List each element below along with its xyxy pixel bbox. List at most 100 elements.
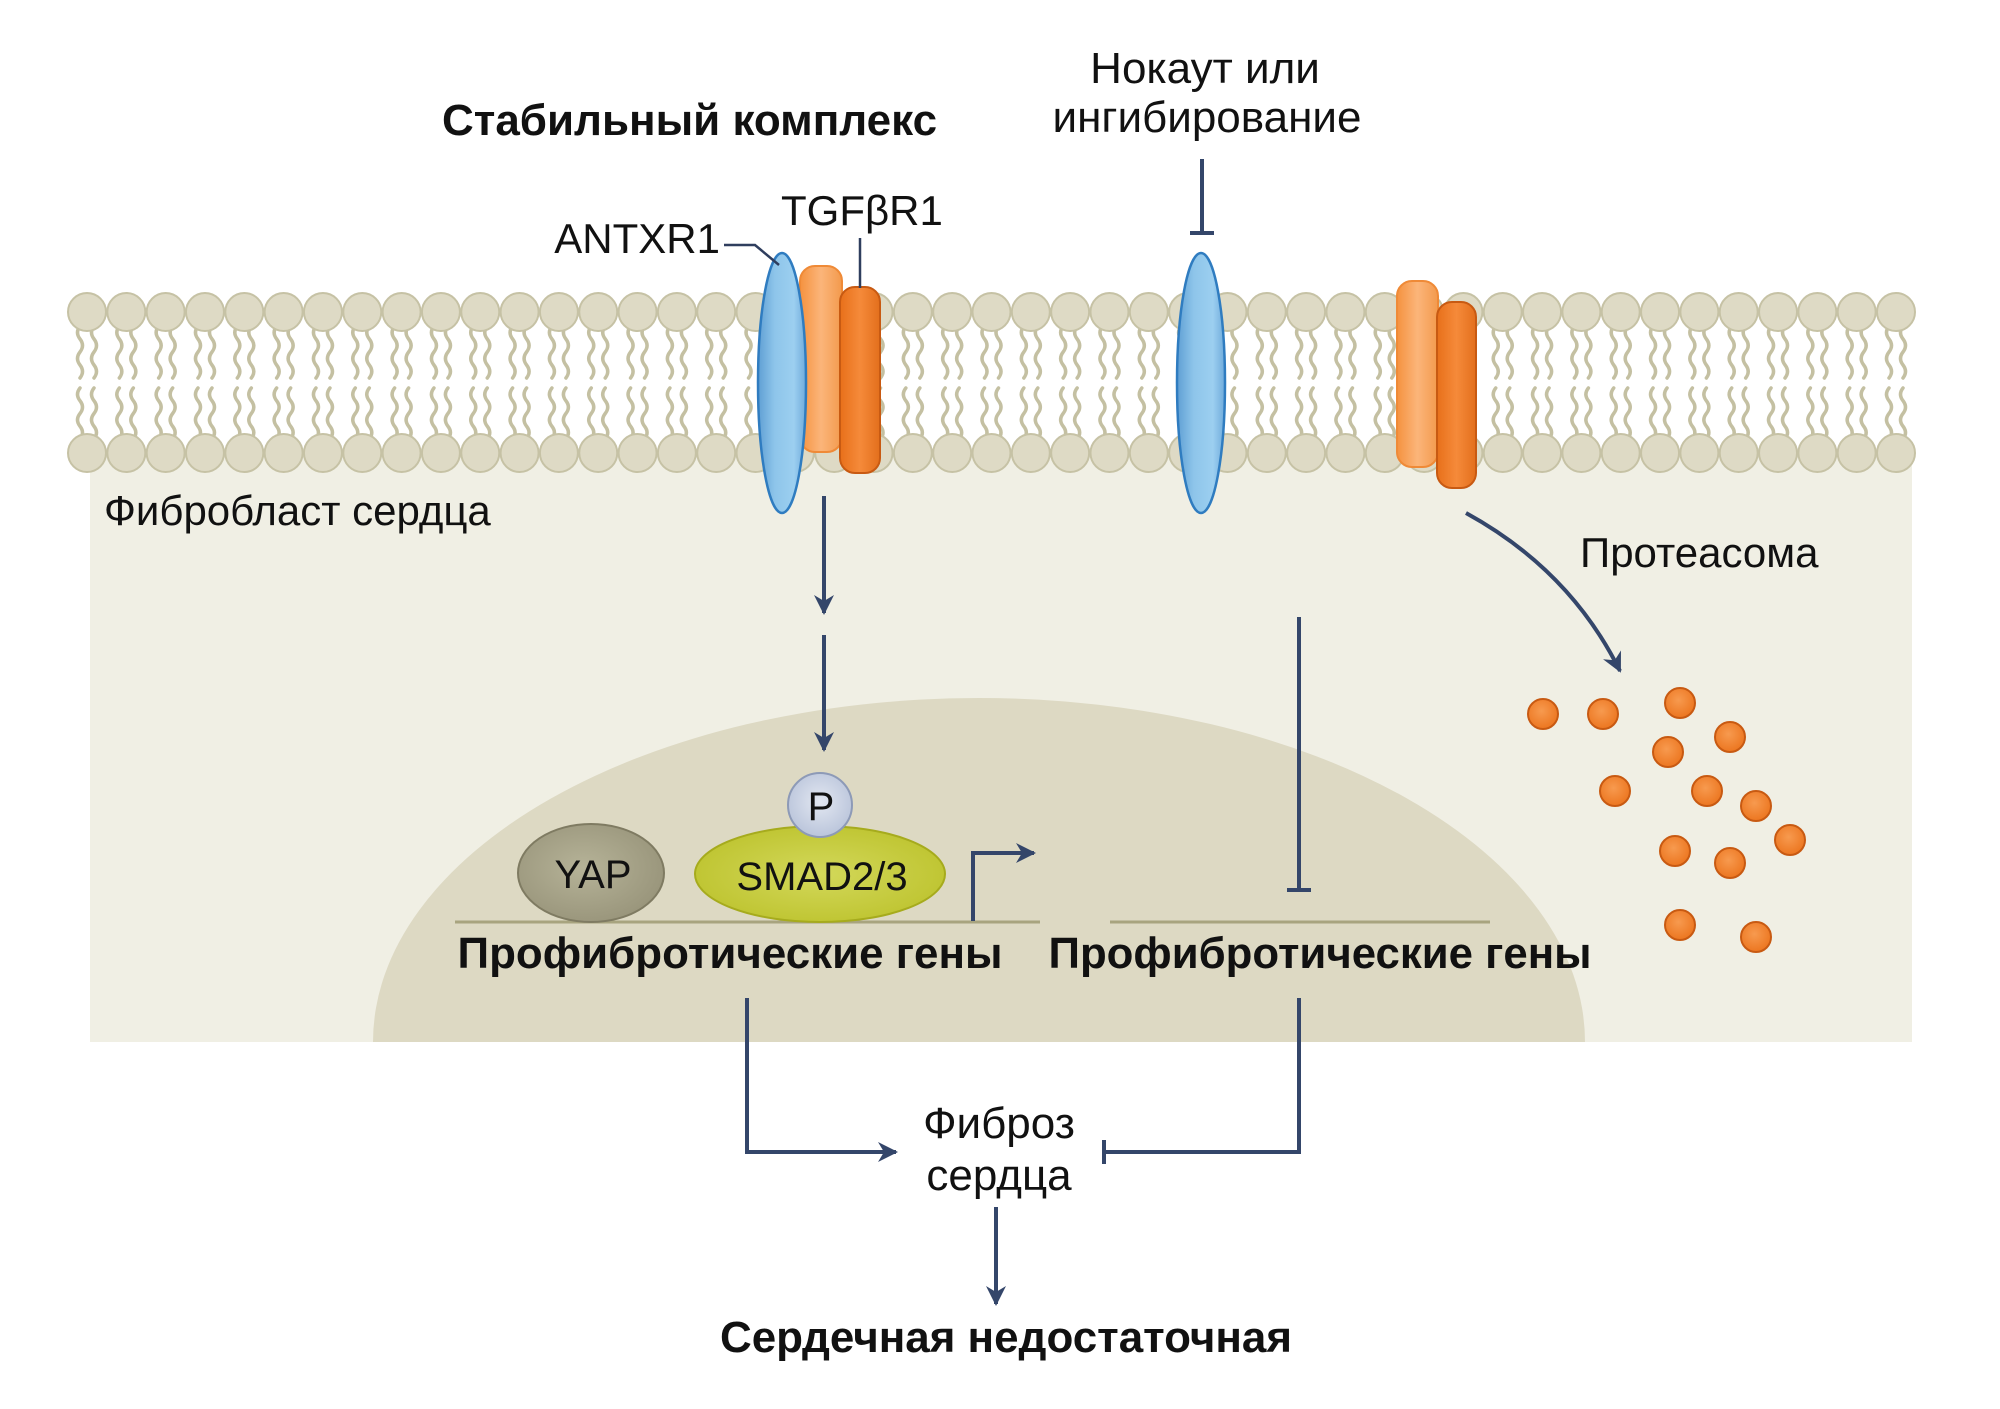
lipid-tail — [626, 386, 635, 441]
lipid-tail — [286, 324, 295, 380]
lipid-tail — [1623, 324, 1632, 380]
lipid-head — [381, 292, 422, 332]
lipid-head — [1876, 433, 1916, 473]
lipid-tail — [443, 386, 453, 441]
lipid-tail — [1334, 324, 1343, 380]
lipid-head — [656, 292, 697, 332]
lipid-tail — [272, 386, 281, 441]
lipid-head — [1286, 292, 1327, 332]
lipid-tail — [247, 386, 256, 441]
lipid-tail — [429, 324, 439, 380]
lipid-head — [1758, 433, 1799, 473]
lipid-tail — [718, 386, 728, 441]
lipid-tail — [351, 386, 360, 441]
degraded-fragment — [1740, 790, 1772, 822]
degraded-fragment — [1664, 687, 1696, 719]
lipid-head — [1679, 292, 1720, 332]
antxr1-receptor-knockout — [1175, 251, 1227, 515]
lipid-head — [302, 433, 343, 473]
lipid-tail — [154, 386, 163, 441]
lipid-tail — [665, 386, 675, 441]
lipid-tail — [1255, 386, 1265, 441]
phosphate-label: P — [808, 785, 835, 829]
lipid-tail — [1373, 324, 1383, 380]
lipid-tail — [586, 324, 596, 380]
lipid-head — [499, 433, 540, 473]
lipid-tail — [547, 386, 557, 441]
lipid-head — [1325, 433, 1366, 473]
lipid-head — [1640, 292, 1681, 332]
lipid-tail — [1151, 386, 1161, 441]
lipid-head — [1128, 433, 1169, 473]
lipid-tail — [1308, 386, 1318, 441]
lipid-head — [1089, 292, 1130, 332]
lipid-tail — [1609, 324, 1618, 380]
lipid-head — [617, 292, 658, 332]
yap-protein — [517, 823, 665, 923]
lipid-tail — [1098, 324, 1107, 380]
lipid-tail — [1530, 324, 1540, 380]
lipid-tail — [1491, 386, 1500, 441]
lipid-head — [1797, 433, 1838, 473]
lipid-tail — [600, 324, 610, 380]
lipid-head — [1128, 292, 1169, 332]
lipid-tail — [1884, 324, 1894, 380]
lipid-tail — [980, 324, 989, 380]
lipid-tail — [1373, 386, 1383, 441]
lipid-tail — [954, 386, 964, 441]
degraded-fragment — [1664, 909, 1696, 941]
lipid-head — [106, 292, 147, 332]
lipid-head — [381, 433, 422, 473]
antxr1-label: ANTXR1 — [554, 215, 720, 262]
lipid-tail — [665, 324, 675, 380]
nucleus — [373, 698, 1585, 1042]
lipid-tail — [1845, 324, 1854, 380]
lipid-head — [1758, 292, 1799, 332]
lipid-tail — [586, 386, 596, 441]
lipid-tail — [679, 386, 689, 441]
lipid-tail — [1058, 386, 1068, 441]
lipid-head — [420, 292, 461, 332]
lipid-tail — [1348, 324, 1357, 380]
lipid-tail — [1334, 386, 1343, 441]
lipid-head — [302, 292, 343, 332]
degraded-fragment — [1587, 698, 1619, 730]
lipid-head — [1600, 433, 1641, 473]
lipid-tail — [1702, 324, 1711, 380]
lipid-tail — [286, 386, 295, 441]
lipid-tail — [1491, 324, 1500, 380]
degraded-fragment — [1774, 824, 1806, 856]
lipid-tail — [1294, 386, 1304, 441]
lipid-tail — [744, 386, 753, 441]
degraded-fragment — [1714, 721, 1746, 753]
lipid-tail — [1702, 386, 1711, 441]
lipid-head — [342, 292, 383, 332]
lipid-tail — [1072, 324, 1082, 380]
lipid-tail — [390, 386, 399, 441]
lipid-tail — [115, 386, 124, 441]
phosphate-group — [787, 772, 853, 838]
lipid-head — [263, 433, 304, 473]
lipid-tail — [1230, 324, 1239, 380]
stable-complex-title: Стабильный комплекс — [442, 96, 937, 145]
lipid-head — [656, 433, 697, 473]
lipid-tail — [115, 324, 124, 380]
lipid-head — [1246, 433, 1287, 473]
lipid-tail — [1727, 386, 1736, 441]
lipid-tail — [626, 324, 635, 380]
lipid-head — [1482, 433, 1523, 473]
lipid-tail — [1898, 386, 1908, 441]
lipid-tail — [1387, 386, 1397, 441]
lipid-head — [184, 433, 225, 473]
tgfbr1-dark-subunit-unbound — [1436, 301, 1477, 489]
lipid-head — [932, 292, 973, 332]
lipid-tail — [1780, 324, 1790, 380]
lipid-tail — [193, 324, 203, 380]
lipid-tail — [522, 386, 531, 441]
lipid-tail — [1806, 324, 1815, 380]
lipid-tail — [311, 386, 321, 441]
lipid-head — [1050, 292, 1091, 332]
lipid-tail — [1294, 324, 1304, 380]
lipid-tail — [207, 386, 217, 441]
lipid-tail — [1688, 324, 1697, 380]
